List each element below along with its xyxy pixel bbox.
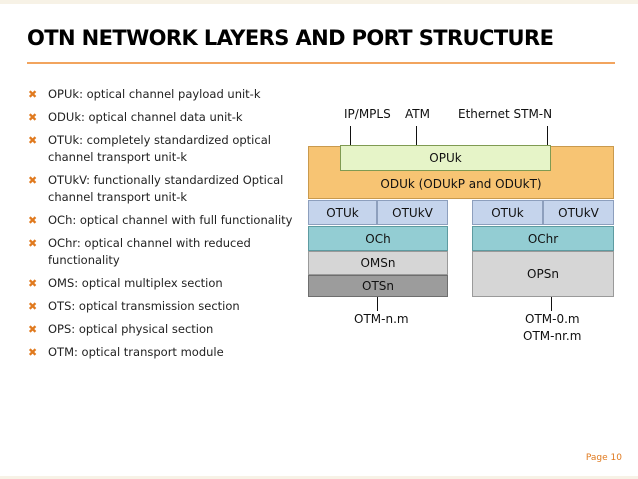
slide-title: OTN NETWORK LAYERS AND PORT STRUCTURE	[27, 26, 554, 50]
list-item: ✖OTUkV: functionally standardized Optica…	[28, 173, 284, 204]
client-ip-mpls: IP/MPLS	[344, 107, 391, 121]
list-item: ✖OChr: optical channel with reduced func…	[28, 236, 251, 267]
client-ethernet-stm-n: Ethernet STM-N	[458, 107, 553, 121]
list-item: ✖OTM: optical transport module	[28, 345, 224, 359]
bullet-icon: ✖	[28, 346, 38, 359]
opsn-layer: OPSn	[472, 251, 614, 297]
bullet-icon: ✖	[28, 88, 38, 101]
bullet-icon: ✖	[28, 277, 38, 290]
list-item: ✖OTUk: completely standardized optical c…	[28, 133, 271, 164]
omsn-layer: OMSn	[308, 251, 448, 275]
client-connector	[350, 126, 351, 146]
right-otuk: OTUk	[472, 200, 543, 225]
opuk-layer: OPUk	[340, 145, 551, 171]
bullet-icon: ✖	[28, 237, 38, 250]
list-item: ✖OPS: optical physical section	[28, 322, 214, 336]
left-otukv: OTUkV	[377, 200, 448, 225]
bullet-icon: ✖	[28, 134, 38, 147]
otm-connector-right	[551, 297, 552, 311]
ochr-layer: OChr	[472, 226, 614, 251]
list-item: ✖ODUk: optical channel data unit-k	[28, 110, 243, 124]
bullet-icon: ✖	[28, 111, 38, 124]
otm-0-m-label: OTM-0.m	[525, 312, 580, 326]
title-underline	[27, 62, 615, 64]
otm-nr-m-label: OTM-nr.m	[523, 329, 582, 343]
bullet-icon: ✖	[28, 174, 38, 187]
list-item: ✖OCh: optical channel with full function…	[28, 213, 293, 227]
list-item: ✖OTS: optical transmission section	[28, 299, 240, 313]
otsn-layer: OTSn	[308, 275, 448, 297]
bottom-border	[0, 476, 638, 479]
client-connector	[416, 126, 417, 146]
och-layer: OCh	[308, 226, 448, 251]
definitions-list: ✖OPUk: optical channel payload unit-k ✖O…	[28, 86, 303, 367]
otm-connector-left	[377, 297, 378, 311]
right-otukv: OTUkV	[543, 200, 614, 225]
left-otuk: OTUk	[308, 200, 377, 225]
client-atm: ATM	[405, 107, 430, 121]
bullet-icon: ✖	[28, 323, 38, 336]
list-item: ✖OPUk: optical channel payload unit-k	[28, 87, 261, 101]
bullet-icon: ✖	[28, 214, 38, 227]
client-connector	[547, 126, 548, 146]
otm-n-m-label: OTM-n.m	[354, 312, 409, 326]
page-number: Page 10	[585, 453, 622, 463]
list-item: ✖OMS: optical multiplex section	[28, 276, 223, 290]
top-border	[0, 0, 638, 4]
bullet-icon: ✖	[28, 300, 38, 313]
